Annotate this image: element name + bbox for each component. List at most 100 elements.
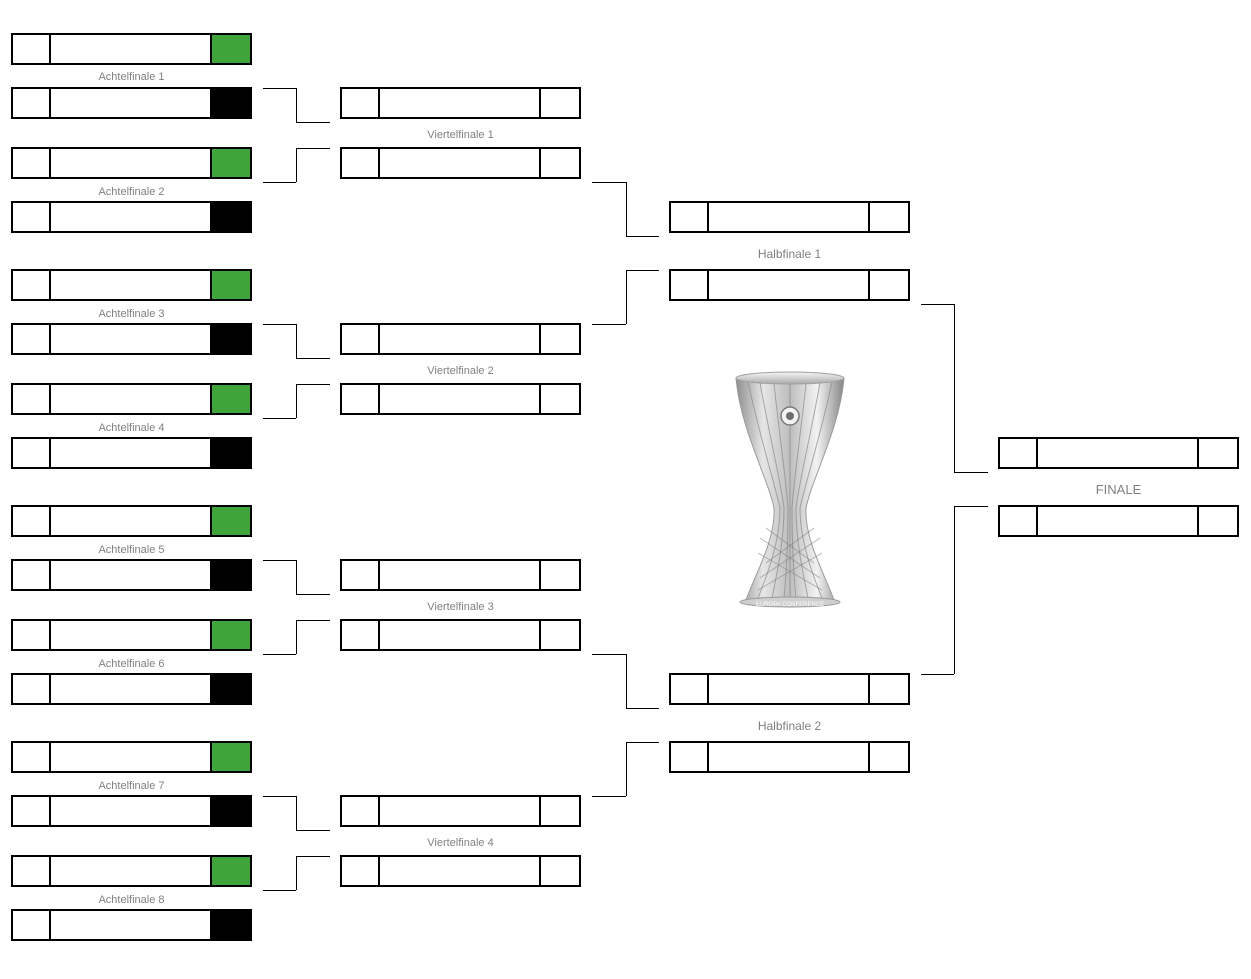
connector-line <box>592 654 626 655</box>
seed-cell[interactable] <box>13 149 51 177</box>
team-name-cell[interactable] <box>380 325 539 353</box>
score-cell[interactable] <box>210 857 250 885</box>
connector-line <box>296 796 297 830</box>
team-name-cell[interactable] <box>51 325 210 353</box>
seed-cell[interactable] <box>13 743 51 771</box>
score-cell[interactable] <box>1197 507 1237 535</box>
team-name-cell[interactable] <box>51 857 210 885</box>
team-name-cell[interactable] <box>1038 507 1197 535</box>
team-name-cell[interactable] <box>380 89 539 117</box>
seed-cell[interactable] <box>13 675 51 703</box>
score-cell[interactable] <box>210 385 250 413</box>
seed-cell[interactable] <box>13 203 51 231</box>
qf-match-3-away-slot <box>340 619 581 651</box>
team-name-cell[interactable] <box>709 743 868 771</box>
seed-cell[interactable] <box>13 797 51 825</box>
seed-cell[interactable] <box>13 271 51 299</box>
seed-cell[interactable] <box>342 149 380 177</box>
seed-cell[interactable] <box>342 561 380 589</box>
team-name-cell[interactable] <box>51 35 210 63</box>
seed-cell[interactable] <box>342 857 380 885</box>
score-cell[interactable] <box>210 271 250 299</box>
connector-line <box>296 324 297 358</box>
score-cell[interactable] <box>539 385 579 413</box>
seed-cell[interactable] <box>671 675 709 703</box>
score-cell[interactable] <box>210 325 250 353</box>
team-name-cell[interactable] <box>380 561 539 589</box>
connector-line <box>954 304 955 472</box>
score-cell[interactable] <box>539 561 579 589</box>
team-name-cell[interactable] <box>709 675 868 703</box>
seed-cell[interactable] <box>13 507 51 535</box>
r16-match-1-home-slot <box>11 33 252 65</box>
team-name-cell[interactable] <box>380 797 539 825</box>
score-cell[interactable] <box>539 149 579 177</box>
team-name-cell[interactable] <box>380 385 539 413</box>
score-cell[interactable] <box>210 797 250 825</box>
seed-cell[interactable] <box>13 439 51 467</box>
score-cell[interactable] <box>539 857 579 885</box>
score-cell[interactable] <box>210 507 250 535</box>
team-name-cell[interactable] <box>51 439 210 467</box>
seed-cell[interactable] <box>671 271 709 299</box>
score-cell[interactable] <box>210 561 250 589</box>
team-name-cell[interactable] <box>51 743 210 771</box>
team-name-cell[interactable] <box>51 675 210 703</box>
score-cell[interactable] <box>539 621 579 649</box>
team-name-cell[interactable] <box>380 857 539 885</box>
score-cell[interactable] <box>1197 439 1237 467</box>
connector-line <box>296 148 297 182</box>
score-cell[interactable] <box>210 911 250 939</box>
team-name-cell[interactable] <box>709 203 868 231</box>
score-cell[interactable] <box>868 271 908 299</box>
seed-cell[interactable] <box>13 35 51 63</box>
score-cell[interactable] <box>210 743 250 771</box>
team-name-cell[interactable] <box>51 89 210 117</box>
score-cell[interactable] <box>539 325 579 353</box>
seed-cell[interactable] <box>13 621 51 649</box>
r16-match-2-home-slot <box>11 147 252 179</box>
team-name-cell[interactable] <box>709 271 868 299</box>
seed-cell[interactable] <box>1000 439 1038 467</box>
team-name-cell[interactable] <box>51 385 210 413</box>
team-name-cell[interactable] <box>51 621 210 649</box>
score-cell[interactable] <box>210 621 250 649</box>
seed-cell[interactable] <box>342 325 380 353</box>
score-cell[interactable] <box>210 675 250 703</box>
team-name-cell[interactable] <box>380 149 539 177</box>
score-cell[interactable] <box>210 439 250 467</box>
seed-cell[interactable] <box>13 911 51 939</box>
seed-cell[interactable] <box>342 385 380 413</box>
team-name-cell[interactable] <box>51 271 210 299</box>
score-cell[interactable] <box>868 743 908 771</box>
seed-cell[interactable] <box>13 89 51 117</box>
score-cell[interactable] <box>539 797 579 825</box>
score-cell[interactable] <box>210 203 250 231</box>
r16-match-6-home-slot <box>11 619 252 651</box>
team-name-cell[interactable] <box>1038 439 1197 467</box>
score-cell[interactable] <box>868 675 908 703</box>
score-cell[interactable] <box>539 89 579 117</box>
team-name-cell[interactable] <box>51 797 210 825</box>
seed-cell[interactable] <box>13 325 51 353</box>
team-name-cell[interactable] <box>51 203 210 231</box>
seed-cell[interactable] <box>671 203 709 231</box>
seed-cell[interactable] <box>13 561 51 589</box>
score-cell[interactable] <box>210 89 250 117</box>
seed-cell[interactable] <box>671 743 709 771</box>
score-cell[interactable] <box>210 149 250 177</box>
seed-cell[interactable] <box>342 89 380 117</box>
team-name-cell[interactable] <box>51 149 210 177</box>
team-name-cell[interactable] <box>51 561 210 589</box>
team-name-cell[interactable] <box>51 507 210 535</box>
team-name-cell[interactable] <box>51 911 210 939</box>
qf-match-3-label: Viertelfinale 3 <box>427 601 494 613</box>
seed-cell[interactable] <box>342 621 380 649</box>
score-cell[interactable] <box>868 203 908 231</box>
seed-cell[interactable] <box>13 385 51 413</box>
team-name-cell[interactable] <box>380 621 539 649</box>
seed-cell[interactable] <box>1000 507 1038 535</box>
score-cell[interactable] <box>210 35 250 63</box>
seed-cell[interactable] <box>342 797 380 825</box>
seed-cell[interactable] <box>13 857 51 885</box>
